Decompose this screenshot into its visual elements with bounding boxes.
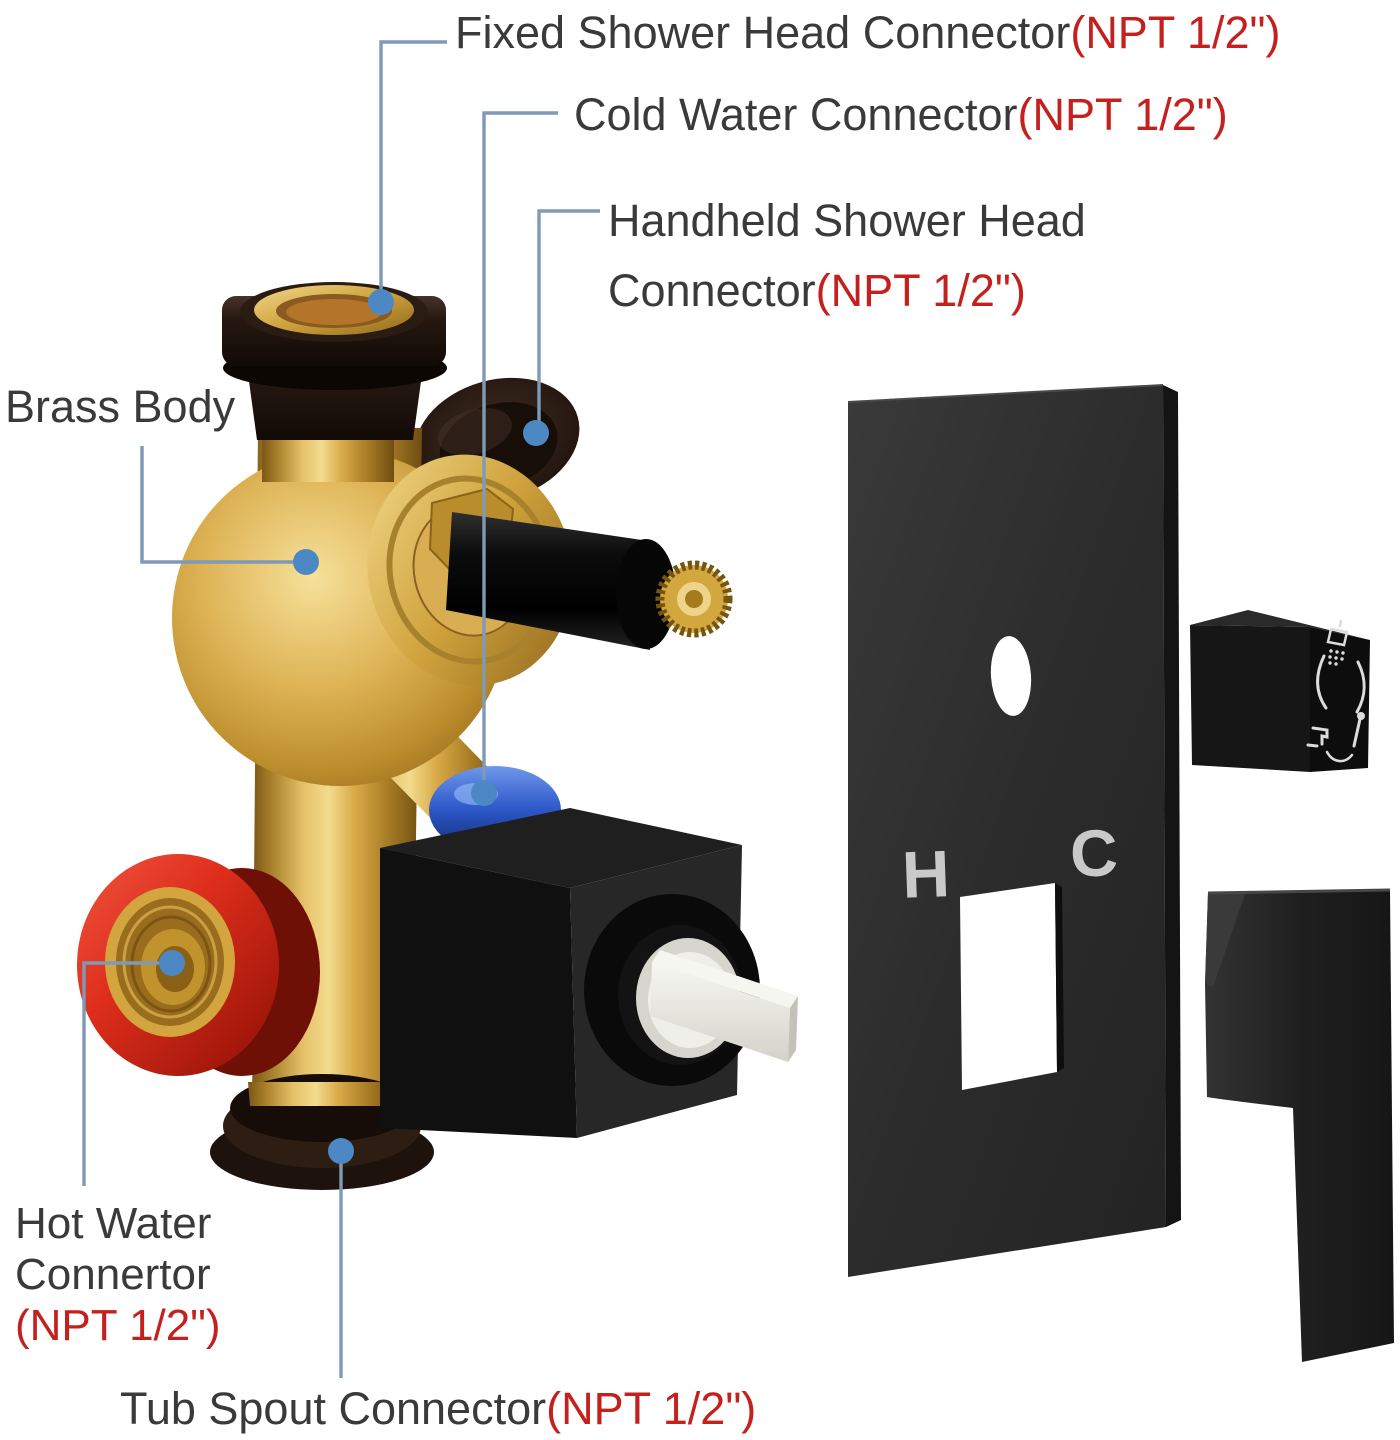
rough-in-valve [77, 282, 798, 1190]
callout-text: Brass Body [5, 381, 236, 432]
anchor-dot-tub [328, 1138, 354, 1164]
tub-spout-connector [210, 1074, 434, 1190]
cold-marking: C [1069, 815, 1119, 891]
leader-brass-body [140, 446, 298, 564]
leader-hot [82, 961, 170, 1186]
valve-stem [446, 512, 733, 650]
hot-marking: H [901, 836, 951, 912]
callout-text-line2: Connector [608, 265, 816, 316]
callout-spec: (NPT 1/2") [1070, 7, 1281, 58]
callout-text-line2: Connertor [15, 1250, 211, 1299]
callout-tub-spout-connector: Tub Spout Connector(NPT 1/2") [120, 1382, 756, 1435]
callout-handheld-shower-head-connector: Handheld Shower Head Connector(NPT 1/2") [608, 186, 1086, 326]
rotate-left-arrow-icon [1316, 654, 1328, 710]
white-cartridge-stem [650, 950, 798, 1062]
plate-round-hole [990, 636, 1032, 716]
leader-anchor-dots [159, 289, 549, 1164]
plate-square-hole [960, 883, 1057, 1090]
callout-text: Cold Water Connector [574, 89, 1018, 140]
callout-text: Tub Spout Connector [120, 1383, 547, 1434]
anchor-dot-cold [471, 780, 497, 806]
tub-spout-icon [1306, 726, 1329, 748]
callout-spec: (NPT 1/2") [1017, 89, 1228, 140]
trim-plate-face [848, 385, 1166, 1277]
anchor-dot-fixed [368, 289, 394, 315]
plate-square-hole-lip [1055, 883, 1064, 1072]
leader-lines [82, 40, 600, 1378]
callout-text-line1: Hot Water [15, 1199, 212, 1248]
anchor-dot-handheld [523, 420, 549, 446]
switch-arc-arrow-icon [1325, 750, 1354, 763]
anchor-dot-brass-body [293, 549, 319, 575]
trim-plate: H C [847, 384, 1181, 1277]
leader-fixed [379, 40, 447, 298]
callout-spec: (NPT 1/2") [546, 1383, 757, 1434]
anchor-dot-hot [159, 950, 185, 976]
callout-text: Fixed Shower Head Connector [455, 7, 1071, 58]
callout-fixed-shower-head-connector: Fixed Shower Head Connector(NPT 1/2") [455, 6, 1281, 59]
shower-spray-dots [1328, 649, 1345, 666]
fixed-shower-head-icon [1326, 619, 1349, 647]
fixed-connector-cap [222, 282, 447, 482]
diverter-cube [1190, 610, 1370, 772]
callout-brass-body: Brass Body [5, 380, 235, 433]
callout-hot-water-connector: Hot Water Connertor (NPT 1/2") [15, 1198, 221, 1351]
cartridge-cube [380, 808, 798, 1138]
callout-text-line1: Handheld Shower Head [608, 195, 1086, 246]
callout-spec: (NPT 1/2") [15, 1301, 221, 1350]
handheld-shower-icon [1352, 717, 1362, 748]
handle-lever [1205, 888, 1394, 1362]
rotate-right-arrow-icon [1355, 660, 1366, 714]
hot-water-connector [77, 854, 320, 1076]
trim-plate-side-edge [1163, 385, 1181, 1227]
handheld-shower-head-dot [1357, 712, 1365, 720]
leader-handheld [537, 209, 600, 429]
callout-cold-water-connector: Cold Water Connector(NPT 1/2") [574, 88, 1228, 141]
leader-cold [482, 111, 558, 788]
callout-spec: (NPT 1/2") [815, 265, 1026, 316]
